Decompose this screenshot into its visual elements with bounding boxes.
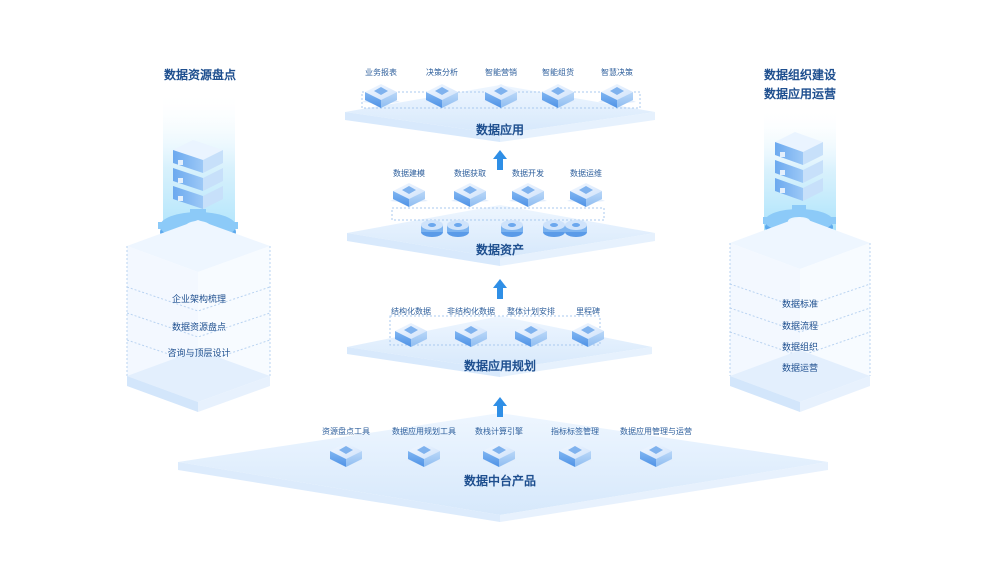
right-item-0: 数据标准 [781,300,819,310]
arrow-platform-to-planning [493,397,507,417]
assets-item-0: 数据建模 [393,169,425,178]
left-item-2: 咨询与顶层设计 [167,349,231,359]
planning-item-3: 里程碑 [576,307,600,316]
planning-layer-name: 数据应用规划 [463,359,537,373]
asset-cylinder-icon-0 [421,220,443,237]
server-stack-icon-right [775,132,823,201]
planning-item-3-icon [569,323,607,347]
planning-item-1: 非结构化数据 [447,307,495,316]
application-item-0: 业务报表 [365,68,397,77]
platform-item-1-icon [405,443,443,467]
planning-item-2-icon [512,323,550,347]
item-icons [327,84,675,467]
server-stack-icon [173,140,223,209]
asset-cylinder-icon-3 [543,220,565,237]
planning-item-0-icon [392,323,430,347]
platform-item-2: 数栈计算引擎 [475,427,523,436]
asset-cylinder-icon-1 [447,220,469,237]
platform-item-4: 数据应用管理与运营 [620,427,692,436]
assets-item-1: 数据获取 [454,169,486,178]
right-item-1: 数据流程 [781,322,819,332]
assets-item-3-icon [567,183,605,207]
application-item-1: 决策分析 [426,68,458,77]
planning-platform-shape [347,315,652,377]
planning-item-2: 整体计划安排 [507,307,555,316]
right-tower [729,108,871,412]
assets-item-2-icon [509,183,547,207]
arrow-planning-to-assets [493,279,507,299]
platform-item-4-icon [637,443,675,467]
application-item-2-icon [482,84,520,108]
application-item-3: 智能组货 [542,68,574,77]
asset-cylinder-icon-4 [565,220,587,237]
left-item-1: 数据资源盘点 [171,323,227,333]
application-item-3-icon [539,84,577,108]
right-panel-title-line-1: 数据组织建设 [763,68,837,82]
platform-item-3: 指标标签管理 [551,427,599,436]
asset-cylinder-icon-2 [501,220,523,237]
assets-item-1-icon [451,183,489,207]
right-item-3: 数据运营 [781,364,819,374]
application-item-4: 智慧决策 [601,68,633,77]
left-panel-title: 数据资源盘点 [163,68,237,82]
assets-layer-name: 数据资产 [475,243,525,257]
application-item-2: 智能营销 [485,68,517,77]
left-item-0: 企业架构梳理 [171,295,227,305]
application-item-4-icon [598,84,636,108]
platform-item-0: 资源盘点工具 [322,427,370,436]
arrow-assets-to-application [493,150,507,170]
application-layer-name: 数据应用 [475,123,525,137]
platform-item-0-icon [327,443,365,467]
application-item-1-icon [423,84,461,108]
left-tower [126,92,271,412]
planning-item-0: 结构化数据 [391,307,431,316]
assets-item-0-icon [390,183,428,207]
platform-item-3-icon [556,443,594,467]
platform-item-2-icon [480,443,518,467]
assets-item-3: 数据运维 [570,169,602,178]
assets-item-2: 数据开发 [512,169,544,178]
platform-layer-name: 数据中台产品 [463,474,537,488]
platform-item-1: 数据应用规划工具 [392,427,456,436]
right-panel-title-line-2: 数据应用运营 [763,87,837,101]
planning-item-1-icon [452,323,490,347]
right-item-2: 数据组织 [781,343,819,353]
application-item-0-icon [362,84,400,108]
